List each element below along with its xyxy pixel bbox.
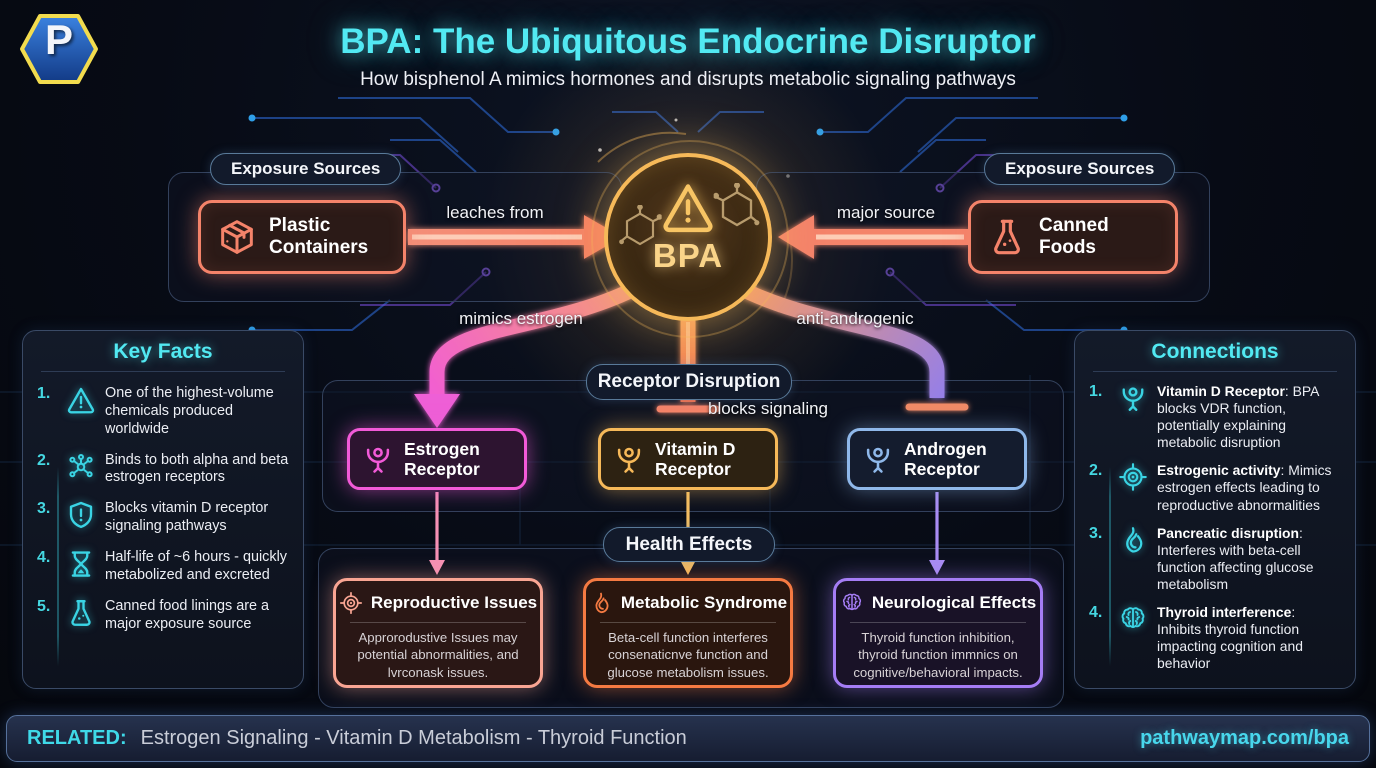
flow-label-leaches-from: leaches from: [446, 203, 544, 222]
key-facts-title: Key Facts: [113, 340, 213, 363]
flow-label-major-source: major source: [836, 203, 936, 222]
pathwaymap-url: pathwaymap.com/bpa: [1140, 727, 1349, 749]
connections-title: Connections: [1151, 340, 1279, 363]
page-title: BPA: The Ubiquitous Endocrine Disruptor: [340, 22, 1036, 61]
page-subtitle: How bisphenol A mimics hormones and disr…: [360, 69, 1016, 90]
key-fact-item: 5. Canned food linings are a major expos…: [37, 597, 270, 632]
related-label: RELATED:: [27, 727, 127, 749]
hourglass-icon: [66, 549, 96, 579]
canned-foods-node: Canned Foods: [968, 200, 1178, 274]
target-icon: [339, 591, 363, 615]
connection-item: 4. Thyroid interference: Inhibits thyroi…: [1089, 604, 1303, 672]
health-effects-label: Health Effects: [603, 527, 775, 562]
receptor-icon: [613, 443, 645, 475]
reproductive-issues-node: Reproductive Issues Approrodustive Issue…: [333, 578, 543, 688]
molecule-icon: [66, 452, 96, 482]
warning-triangle-icon: [66, 385, 96, 415]
androgen-receptor-node: Androgen Receptor: [847, 428, 1027, 490]
bpa-label: BPA: [652, 237, 724, 274]
connection-item: 2. Estrogenic activity: Mimics estrogen …: [1089, 462, 1332, 513]
receptor-disruption-label: Receptor Disruption: [586, 364, 792, 400]
shield-icon: [66, 500, 96, 530]
vitamin-d-receptor-node: Vitamin D Receptor: [598, 428, 778, 490]
timeline-line: [1109, 467, 1111, 666]
divider: [41, 371, 285, 372]
related-footer-bar: RELATED: Estrogen Signaling - Vitamin D …: [6, 715, 1370, 762]
receptor-icon: [362, 443, 394, 475]
timeline-line: [57, 467, 59, 666]
warning-triangle-icon: [657, 179, 719, 235]
flow-label-blocks-signaling: blocks signaling: [708, 399, 829, 418]
flame-icon: [589, 591, 613, 615]
receptor-icon: [862, 443, 894, 475]
brain-icon: [840, 591, 864, 615]
molecule-decoration-left: [618, 205, 662, 257]
flow-label-mimics-estrogen: mimics estrogen: [459, 309, 583, 328]
divider: [600, 622, 776, 623]
flask-icon: [987, 217, 1027, 257]
exposure-sources-label-left: Exposure Sources: [210, 153, 402, 185]
brain-icon: [1118, 604, 1148, 634]
package-box-icon: [217, 217, 257, 257]
neurological-effects-node: Neurological Effects Thyroid function in…: [833, 578, 1043, 688]
pathwaymap-logo: P: [16, 10, 102, 88]
connections-panel: Connections 1. Vitamin D Receptor: BPA b…: [1074, 330, 1356, 689]
metabolic-syndrome-node: Metabolic Syndrome Beta-cell function in…: [583, 578, 793, 688]
key-fact-item: 2. Binds to both alpha and beta estrogen…: [37, 451, 289, 486]
target-icon: [1118, 462, 1148, 492]
related-pathways: Estrogen Signaling - Vitamin D Metabolis…: [140, 727, 687, 749]
key-fact-item: 4. Half-life of ~6 hours - quickly metab…: [37, 549, 287, 583]
key-facts-panel: Key Facts 1. One of the highest-volume c…: [22, 330, 304, 689]
connection-item: 3. Pancreatic disruption: Interferes wit…: [1089, 524, 1314, 592]
receptor-icon: [1118, 383, 1148, 413]
flask-icon: [66, 598, 96, 628]
connection-item: 1. Vitamin D Receptor: BPA blocks VDR fu…: [1089, 383, 1319, 451]
divider: [350, 622, 526, 623]
divider: [850, 622, 1026, 623]
logo-letter: P: [44, 16, 73, 63]
flame-icon: [1118, 525, 1148, 555]
flow-label-anti-androgenic: anti-androgenic: [796, 309, 914, 328]
exposure-sources-label-right: Exposure Sources: [984, 153, 1176, 185]
key-fact-item: 3. Blocks vitamin D receptor signaling p…: [37, 500, 269, 535]
logo-hexagon: [20, 14, 98, 84]
divider: [1093, 371, 1337, 372]
molecule-decoration-right: [712, 183, 762, 239]
key-fact-item: 1. One of the highest-volume chemicals p…: [37, 385, 274, 437]
estrogen-receptor-node: Estrogen Receptor: [347, 428, 527, 490]
plastic-containers-node: Plastic Containers: [198, 200, 406, 274]
